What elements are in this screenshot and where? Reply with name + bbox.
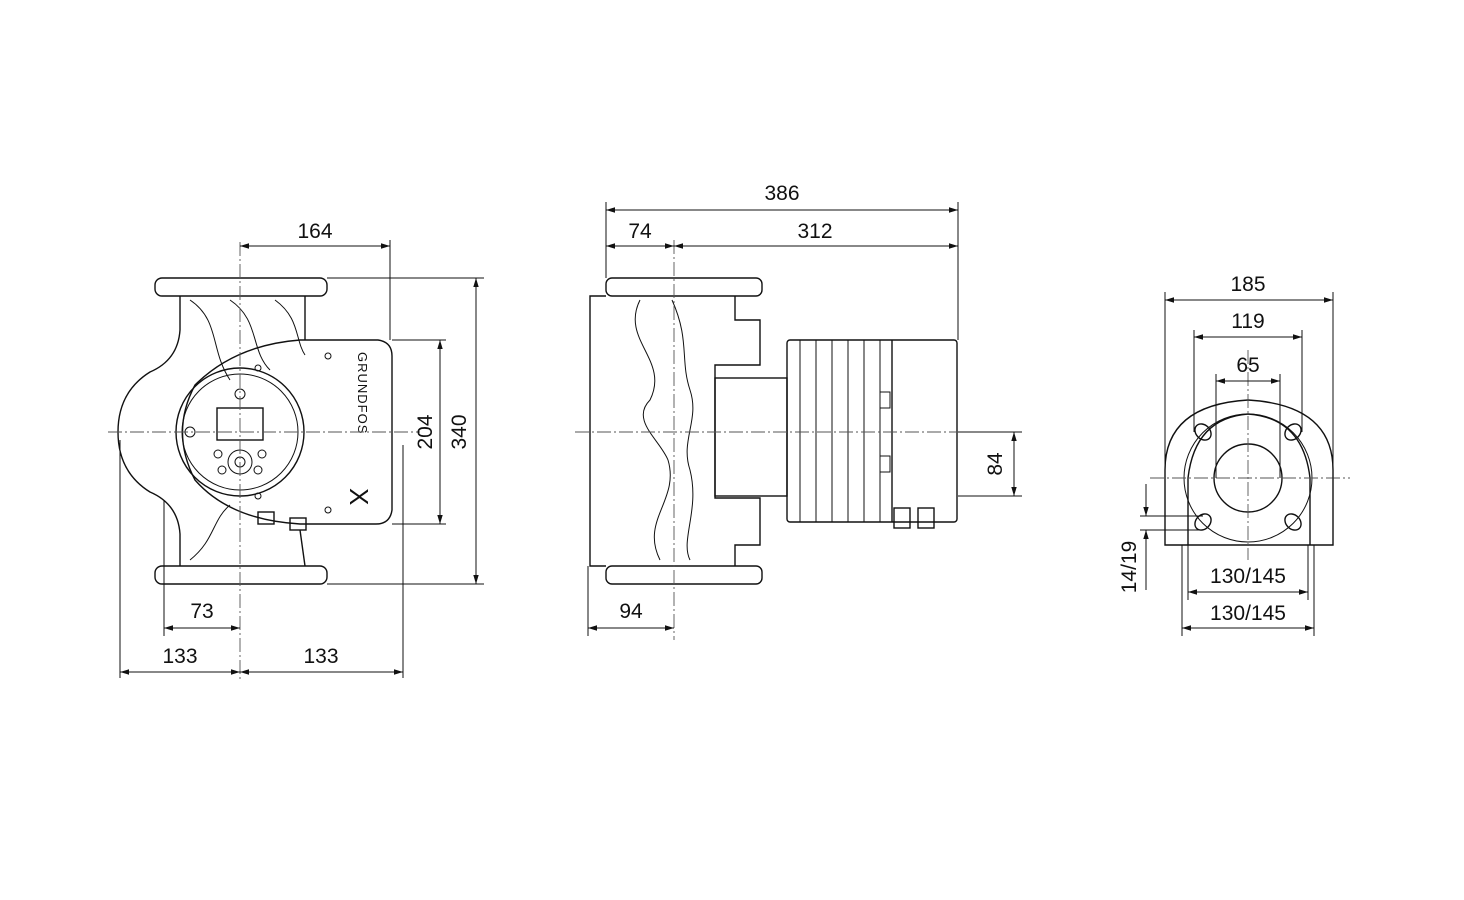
side-bottom-flange <box>605 565 763 585</box>
dim-label-312: 312 <box>797 220 832 243</box>
dim-label-386: 386 <box>764 182 799 205</box>
button-4 <box>253 465 263 475</box>
bolt-hole-bottom-right <box>1284 513 1302 531</box>
side-cable-gland-1 <box>893 507 911 529</box>
dim-label-94: 94 <box>619 600 643 623</box>
bolt-hole-top-right <box>1284 423 1302 441</box>
cable-gland-2 <box>289 517 307 531</box>
dim-label-133-right: 133 <box>303 645 338 668</box>
dim-label-65: 65 <box>1236 354 1259 377</box>
dim-label-84: 84 <box>984 452 1007 476</box>
housing-screw-4 <box>324 506 332 514</box>
dim-label-204: 204 <box>414 414 437 449</box>
front-top-flange <box>154 277 328 297</box>
dim-label-164: 164 <box>297 220 332 243</box>
button-3 <box>217 465 227 475</box>
flange-view: 185 119 65 14/19 130/145 130/145 <box>1118 273 1350 636</box>
dim-label-133-left: 133 <box>162 645 197 668</box>
side-cable-gland-2 <box>917 507 935 529</box>
dim-label-130-145-b: 130/145 <box>1210 602 1286 625</box>
front-vane-4 <box>189 504 231 561</box>
dim-label-119: 119 <box>1231 310 1264 333</box>
side-view: 386 74 312 84 94 <box>575 182 1022 640</box>
cable-gland-1 <box>257 511 275 525</box>
front-vane-1 <box>189 299 231 381</box>
dim-label-74: 74 <box>628 220 652 243</box>
dim-label-14-19: 14/19 <box>1118 541 1141 594</box>
housing-screw-1 <box>254 364 262 372</box>
side-shaft-housing <box>714 377 788 497</box>
flange-outer <box>1164 399 1334 546</box>
side-body-right <box>714 296 761 566</box>
side-body-left <box>589 295 606 567</box>
front-pump-body-right-bottom <box>299 529 306 567</box>
dim-label-340: 340 <box>448 414 471 449</box>
side-volute-1 <box>634 299 671 561</box>
control-box-housing <box>181 339 393 525</box>
dim-label-73: 73 <box>190 600 213 623</box>
housing-screw-2 <box>324 352 332 360</box>
front-vane-2 <box>229 299 271 371</box>
button-2 <box>257 449 267 459</box>
dim-label-185: 185 <box>1230 273 1265 296</box>
side-top-flange <box>605 277 763 297</box>
bolt-hole-top-left <box>1194 423 1212 441</box>
bolt-hole-bottom-left <box>1194 513 1212 531</box>
motor-terminal-1 <box>879 391 891 409</box>
front-view: GRUNDFOS X 164 340 204 73 133 133 <box>108 220 484 680</box>
button-1 <box>213 449 223 459</box>
side-volute-2 <box>671 299 694 561</box>
grundfos-logo-text: GRUNDFOS <box>355 352 370 434</box>
front-vane-3 <box>274 299 306 356</box>
housing-screw-3 <box>254 492 262 500</box>
front-pump-body-left <box>117 296 181 566</box>
dim-label-130-145-a: 130/145 <box>1210 565 1286 588</box>
front-bottom-flange <box>154 565 328 585</box>
motor-terminal-2 <box>879 455 891 473</box>
motor-body <box>786 339 958 523</box>
grundfos-logo-mark: X <box>344 488 374 506</box>
